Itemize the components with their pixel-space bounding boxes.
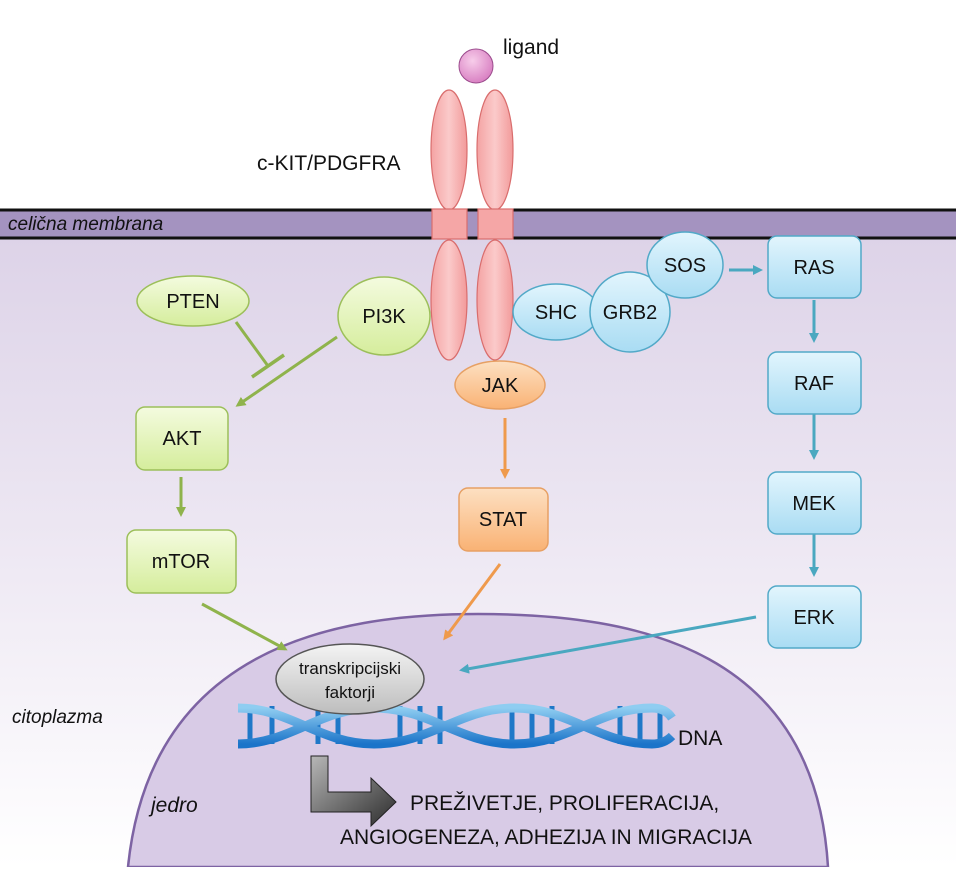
nucleus-label: jedro xyxy=(148,794,198,817)
ligand-molecule xyxy=(458,48,494,84)
receptor-label: c-KIT/PDGFRA xyxy=(257,152,401,175)
node-raf xyxy=(767,351,862,415)
receptor-dimer xyxy=(430,89,514,361)
outcome-arrow xyxy=(310,755,397,828)
node-stat xyxy=(458,487,549,552)
node-ras xyxy=(767,235,862,299)
arrow-stat-tf xyxy=(443,563,502,641)
node-ras-label: RAS xyxy=(793,257,834,279)
node-akt-label: AKT xyxy=(163,428,202,450)
node-mek xyxy=(767,471,862,535)
ligand-label: ligand xyxy=(503,36,559,59)
node-jak-label: JAK xyxy=(482,375,519,397)
arrow-mtor-tf xyxy=(201,602,288,651)
node-erk-label: ERK xyxy=(793,607,835,629)
node-stat-label: STAT xyxy=(479,509,527,531)
node-sos xyxy=(646,231,724,299)
inhibition-pten-akt xyxy=(234,321,270,367)
node-pten xyxy=(136,275,250,327)
node-tf-label-line1: transkripcijski xyxy=(299,659,401,678)
arrow-erk-tf xyxy=(459,615,757,674)
dna-helix xyxy=(237,703,676,749)
node-tf-label-line2: faktorji xyxy=(325,683,375,702)
node-pten-label: PTEN xyxy=(166,291,219,313)
node-grb2-label: GRB2 xyxy=(603,302,657,324)
node-grb2 xyxy=(589,271,671,353)
node-erk xyxy=(767,585,862,649)
node-pi3k-label: PI3K xyxy=(362,306,406,328)
outcome-text-line2: ANGIOGENEZA, ADHEZIJA IN MIGRACIJA xyxy=(340,826,752,849)
node-mtor xyxy=(126,529,237,594)
node-shc-label: SHC xyxy=(535,302,577,324)
node-mtor-label: mTOR xyxy=(152,551,211,573)
arrow-pi3k-akt xyxy=(235,335,338,407)
dna-label: DNA xyxy=(678,727,722,750)
membrane-label: celična membrana xyxy=(8,214,163,235)
node-transcription-factors xyxy=(275,643,425,715)
node-sos-label: SOS xyxy=(664,255,706,277)
node-jak xyxy=(454,360,546,410)
node-pi3k xyxy=(337,276,431,356)
node-akt xyxy=(135,406,229,471)
cytoplasm-label: citoplazma xyxy=(12,707,103,728)
outcome-text-line1: PREŽIVETJE, PROLIFERACIJA, xyxy=(410,792,719,815)
node-mek-label: MEK xyxy=(792,493,836,515)
node-raf-label: RAF xyxy=(794,373,834,395)
